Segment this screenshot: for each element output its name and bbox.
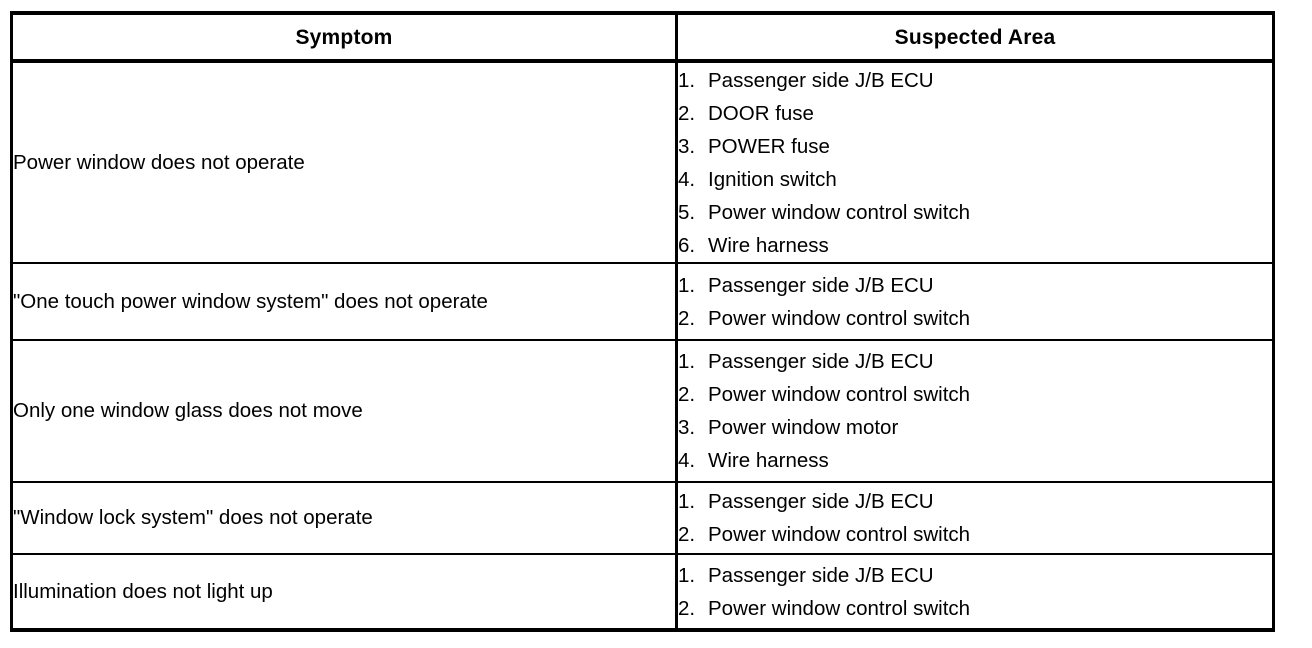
symptom-text: "One touch power window system" does not… bbox=[13, 289, 488, 313]
suspected-area-item-number: 2. bbox=[678, 101, 696, 125]
suspected-area-item: 3. POWER fuse bbox=[678, 130, 1272, 163]
suspected-area-item: 1. Passenger side J/B ECU bbox=[678, 269, 1272, 302]
symptom-cell: Only one window glass does not move bbox=[10, 339, 678, 483]
suspected-area-item-label: Passenger side J/B ECU bbox=[708, 68, 934, 92]
suspected-area-item-label: Passenger side J/B ECU bbox=[708, 350, 934, 373]
symptom-cell: "One touch power window system" does not… bbox=[10, 262, 678, 341]
table-row: Power window does not operate 1. Passenger… bbox=[10, 60, 1275, 264]
suspected-area-item: 4. Ignition switch bbox=[678, 163, 1272, 196]
symptom-cell: "Window lock system" does not operate bbox=[10, 481, 678, 555]
table-body: Power window does not operate 1. Passenger… bbox=[10, 60, 1275, 632]
suspected-area-item-number: 2. bbox=[678, 523, 696, 546]
suspected-area-item-label: Passenger side J/B ECU bbox=[708, 273, 934, 297]
suspected-area-cell: 1. Passenger side J/B ECU 2. Power window c… bbox=[675, 553, 1275, 632]
suspected-area-item-label: DOOR fuse bbox=[708, 101, 814, 125]
suspected-area-item-number: 3. bbox=[678, 416, 696, 439]
suspected-area-item-number: 4. bbox=[678, 167, 696, 191]
suspected-area-item: 1. Passenger side J/B ECU bbox=[678, 64, 1272, 97]
suspected-area-item: 3. Power window motor bbox=[678, 411, 1272, 444]
suspected-area-list: 1. Passenger side J/B ECU 2. Power window c… bbox=[678, 345, 1272, 477]
suspected-area-item-label: Power window control switch bbox=[708, 306, 971, 330]
suspected-area-item-label: Passenger side J/B ECU bbox=[708, 490, 934, 513]
suspected-area-item-label: Power window control switch bbox=[708, 383, 971, 406]
column-header-symptom-label: Symptom bbox=[295, 25, 393, 49]
suspected-area-item-number: 1. bbox=[678, 350, 696, 373]
suspected-area-item-label: Power window control switch bbox=[708, 523, 971, 546]
symptom-text: "Window lock system" does not operate bbox=[13, 506, 373, 530]
troubleshooting-table: Symptom Suspected Area Power window does… bbox=[10, 11, 1275, 632]
suspected-area-item: 6. Wire harness bbox=[678, 229, 1272, 262]
symptom-text: Only one window glass does not move bbox=[13, 399, 363, 423]
table-row: "One touch power window system" does not… bbox=[10, 262, 1275, 341]
suspected-area-cell: 1. Passenger side J/B ECU 2. Power window c… bbox=[675, 262, 1275, 341]
suspected-area-item-number: 2. bbox=[678, 306, 696, 330]
symptom-text: Power window does not operate bbox=[13, 150, 305, 174]
suspected-area-item: 1. Passenger side J/B ECU bbox=[678, 485, 1272, 518]
table-row: "Window lock system" does not operate 1. P… bbox=[10, 481, 1275, 555]
suspected-area-item-label: Power window control switch bbox=[708, 200, 971, 224]
suspected-area-item-number: 2. bbox=[678, 383, 696, 406]
symptom-cell: Power window does not operate bbox=[10, 60, 678, 264]
column-header-suspected-area-label: Suspected Area bbox=[894, 25, 1056, 49]
suspected-area-item: 1. Passenger side J/B ECU bbox=[678, 345, 1272, 378]
suspected-area-cell: 1. Passenger side J/B ECU 2. Power window c… bbox=[675, 339, 1275, 483]
suspected-area-item: 1. Passenger side J/B ECU bbox=[678, 559, 1272, 592]
suspected-area-item-number: 5. bbox=[678, 200, 696, 224]
table-header: Symptom Suspected Area bbox=[10, 11, 1275, 63]
suspected-area-item-number: 4. bbox=[678, 449, 696, 472]
suspected-area-list: 1. Passenger side J/B ECU 2. Power window c… bbox=[678, 485, 1272, 551]
suspected-area-item-number: 1. bbox=[678, 490, 696, 513]
suspected-area-item: 2. Power window control switch bbox=[678, 378, 1272, 411]
suspected-area-list: 1. Passenger side J/B ECU 2. Power window c… bbox=[678, 559, 1272, 625]
suspected-area-list: 1. Passenger side J/B ECU 2. DOOR fuse 3. POW… bbox=[678, 64, 1272, 262]
suspected-area-item-number: 6. bbox=[678, 233, 696, 257]
symptom-text: Illumination does not light up bbox=[13, 579, 273, 603]
suspected-area-item-label: Ignition switch bbox=[708, 167, 837, 191]
suspected-area-item-label: Power window control switch bbox=[708, 596, 971, 620]
suspected-area-list: 1. Passenger side J/B ECU 2. Power window c… bbox=[678, 269, 1272, 335]
suspected-area-cell: 1. Passenger side J/B ECU 2. Power window c… bbox=[675, 481, 1275, 555]
suspected-area-item-label: Wire harness bbox=[708, 449, 829, 472]
suspected-area-item-number: 1. bbox=[678, 68, 696, 92]
suspected-area-item: 2. Power window control switch bbox=[678, 518, 1272, 551]
symptom-cell: Illumination does not light up bbox=[10, 553, 678, 632]
suspected-area-item-label: Wire harness bbox=[708, 233, 829, 257]
suspected-area-item-label: Passenger side J/B ECU bbox=[708, 563, 934, 587]
suspected-area-item-number: 1. bbox=[678, 563, 696, 587]
column-header-symptom: Symptom bbox=[10, 11, 678, 63]
suspected-area-item-label: Power window motor bbox=[708, 416, 899, 439]
table-row: Illumination does not light up 1. Passenge… bbox=[10, 553, 1275, 632]
suspected-area-item-label: POWER fuse bbox=[708, 134, 830, 158]
suspected-area-item: 5. Power window control switch bbox=[678, 196, 1272, 229]
suspected-area-item: 2. DOOR fuse bbox=[678, 97, 1272, 130]
column-header-suspected-area: Suspected Area bbox=[675, 11, 1275, 63]
suspected-area-item: 2. Power window control switch bbox=[678, 302, 1272, 335]
suspected-area-item: 2. Power window control switch bbox=[678, 592, 1272, 625]
table-header-row: Symptom Suspected Area bbox=[10, 11, 1275, 63]
suspected-area-item: 4. Wire harness bbox=[678, 444, 1272, 477]
suspected-area-item-number: 3. bbox=[678, 134, 696, 158]
suspected-area-item-number: 2. bbox=[678, 596, 696, 620]
suspected-area-cell: 1. Passenger side J/B ECU 2. DOOR fuse 3. POW… bbox=[675, 60, 1275, 264]
suspected-area-item-number: 1. bbox=[678, 273, 696, 297]
table-row: Only one window glass does not move 1. Pas… bbox=[10, 339, 1275, 483]
